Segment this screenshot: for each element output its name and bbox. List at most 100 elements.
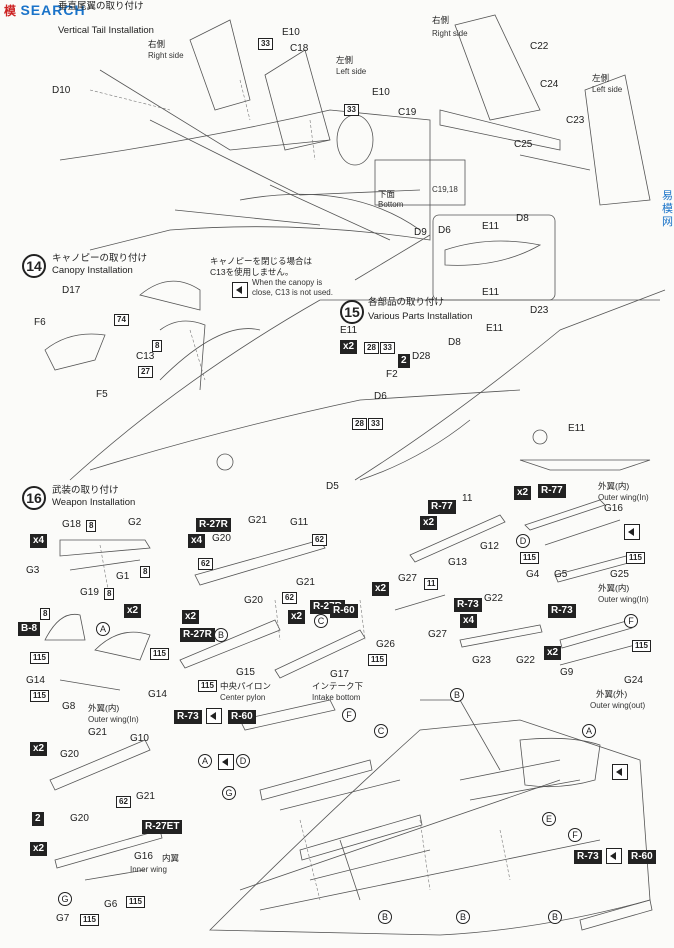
label-en: Right side <box>432 29 468 38</box>
paint-ref: 11 <box>424 578 439 590</box>
missile-name-badge: R-73 <box>548 604 576 618</box>
part-label: G20 <box>212 533 231 544</box>
label-en: Intake bottom <box>312 693 361 702</box>
part-label: G27 <box>428 629 447 640</box>
part-label: D23 <box>530 305 549 316</box>
label-jp: 左側 <box>336 55 354 65</box>
part-label: G1 <box>116 571 130 582</box>
part-label: G20 <box>70 813 89 824</box>
position-marker: C <box>374 724 388 738</box>
step-title-jp: キャノピーの取り付け <box>52 253 148 264</box>
part-label: E11 <box>340 325 358 336</box>
label-jp: 中央パイロン <box>220 681 272 691</box>
label-en: Center pylon <box>220 693 266 702</box>
part-label: D10 <box>52 85 71 96</box>
missile-name-badge: R-27ET <box>142 820 183 834</box>
label-en: Outer wing(out) <box>590 701 646 710</box>
quantity-badge: x2 <box>420 516 438 530</box>
part-label: G14 <box>148 689 167 700</box>
part-label: D6 <box>374 391 387 402</box>
part-label: C24 <box>540 79 559 90</box>
label-jp: インテーク下 <box>312 681 364 691</box>
part-label: E11 <box>568 423 586 434</box>
paint-ref: 8 <box>104 588 115 600</box>
part-label: G26 <box>376 639 395 650</box>
paint-ref: 115 <box>520 552 539 564</box>
quantity-badge: x4 <box>30 534 48 548</box>
part-label: G21 <box>88 727 107 738</box>
label-en: Outer wing(In) <box>598 595 649 604</box>
part-label: G22 <box>484 593 503 604</box>
step-title-jp: 垂直尾翼の取り付け <box>58 1 144 12</box>
position-marker: D <box>516 534 530 548</box>
part-label: G15 <box>236 667 255 678</box>
paint-ref: 33 <box>258 38 273 50</box>
position-marker: B <box>214 628 228 642</box>
paint-ref: 62 <box>282 592 297 604</box>
watermark-side: 易 模 网 <box>662 190 673 229</box>
part-label: C22 <box>530 41 549 52</box>
part-label: E11 <box>486 323 504 334</box>
position-marker: E <box>542 812 556 826</box>
part-label: G21 <box>248 515 267 526</box>
paint-ref: 27 <box>138 366 153 378</box>
missile-name-badge: R-60 <box>330 604 358 618</box>
missile-name-badge: R-60 <box>628 850 656 864</box>
paint-ref: 115 <box>30 652 49 664</box>
quantity-badge: x2 <box>372 582 390 596</box>
paint-ref: 115 <box>626 552 645 564</box>
quantity-badge: x4 <box>460 614 478 628</box>
label-en: Left side <box>592 85 623 94</box>
paint-ref: 74 <box>114 314 129 326</box>
watermark-logo: 模 SEARCH <box>4 2 86 20</box>
label-jp: 外翼(内) <box>598 481 630 491</box>
part-label: F5 <box>96 389 108 400</box>
arrow-icon <box>612 764 628 780</box>
part-label: G10 <box>130 733 149 744</box>
quantity-badge: x2 <box>544 646 562 660</box>
part-label: D5 <box>326 481 339 492</box>
step-title-en: Various Parts Installation <box>368 311 473 322</box>
label-en: Bottom <box>378 200 404 209</box>
part-label: F2 <box>386 369 398 380</box>
arrow-icon <box>218 754 234 770</box>
part-label: D9 <box>414 227 427 238</box>
position-marker: B <box>450 688 464 702</box>
quantity-badge: 2 <box>32 812 44 826</box>
part-label: G5 <box>554 569 568 580</box>
position-marker: F <box>568 828 582 842</box>
missile-name-badge: R-73 <box>454 598 482 612</box>
part-label: G8 <box>62 701 76 712</box>
part-label: G25 <box>610 569 629 580</box>
part-label: G19 <box>80 587 99 598</box>
missile-name-badge: R-77 <box>428 500 456 514</box>
missile-name-badge: R-27R <box>180 628 215 642</box>
part-label: G16 <box>604 503 623 514</box>
quantity-badge: x2 <box>124 604 142 618</box>
position-marker: B <box>548 910 562 924</box>
part-label: G21 <box>296 577 315 588</box>
position-marker: D <box>236 754 250 768</box>
position-marker: B <box>378 910 392 924</box>
label-jp: 外翼(外) <box>596 689 628 699</box>
step-number: 14 <box>22 254 46 278</box>
part-label: E10 <box>372 87 390 98</box>
label-jp: 外翼(内) <box>88 703 120 713</box>
part-label: G7 <box>56 913 70 924</box>
paint-ref: 115 <box>80 914 99 926</box>
watermark-side-char: 网 <box>662 216 673 228</box>
quantity-badge: x2 <box>288 610 306 624</box>
paint-ref: 33 <box>344 104 359 116</box>
step-title-jp: 武装の取り付け <box>52 485 119 496</box>
paint-ref: 8 <box>140 566 151 578</box>
step-title-en: Canopy Installation <box>52 265 133 276</box>
part-label: D8 <box>516 213 529 224</box>
paint-ref: 28 <box>364 342 379 354</box>
canopy-note-en: When the canopy is close, C13 is not use… <box>252 278 333 297</box>
part-label: G2 <box>128 517 142 528</box>
quantity-badge: 2 <box>398 354 410 368</box>
part-label: G24 <box>624 675 643 686</box>
part-label: C19,18 <box>432 185 458 194</box>
part-label: G23 <box>472 655 491 666</box>
